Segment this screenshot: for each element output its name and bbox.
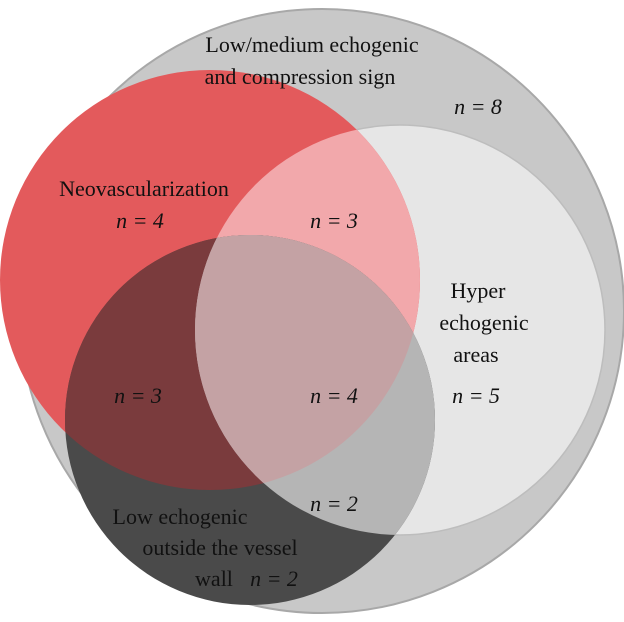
neo-label: Neovascularization [59, 176, 229, 201]
low-label-line1: Low echogenic [113, 504, 248, 529]
low-count: n = 2 [250, 566, 298, 591]
hyper-label-line2: echogenic [439, 310, 528, 335]
hyper-count: n = 5 [452, 383, 500, 408]
neo-count: n = 4 [116, 208, 164, 233]
center-count: n = 4 [310, 383, 358, 408]
neo-low-count: n = 3 [114, 383, 162, 408]
outer-count: n = 8 [454, 94, 502, 119]
low-label-line2: outside the vessel [142, 535, 297, 560]
outer-label-line1: Low/medium echogenic [205, 32, 418, 57]
low-hyper-count: n = 2 [310, 491, 358, 516]
hyper-label-line1: Hyper [451, 278, 507, 303]
neo-hyper-count: n = 3 [310, 208, 358, 233]
low-label-line3: wall [195, 566, 233, 591]
outer-label-line2: and compression sign [205, 64, 396, 89]
center-overlap [195, 235, 420, 490]
hyper-label-line3: areas [453, 342, 498, 367]
